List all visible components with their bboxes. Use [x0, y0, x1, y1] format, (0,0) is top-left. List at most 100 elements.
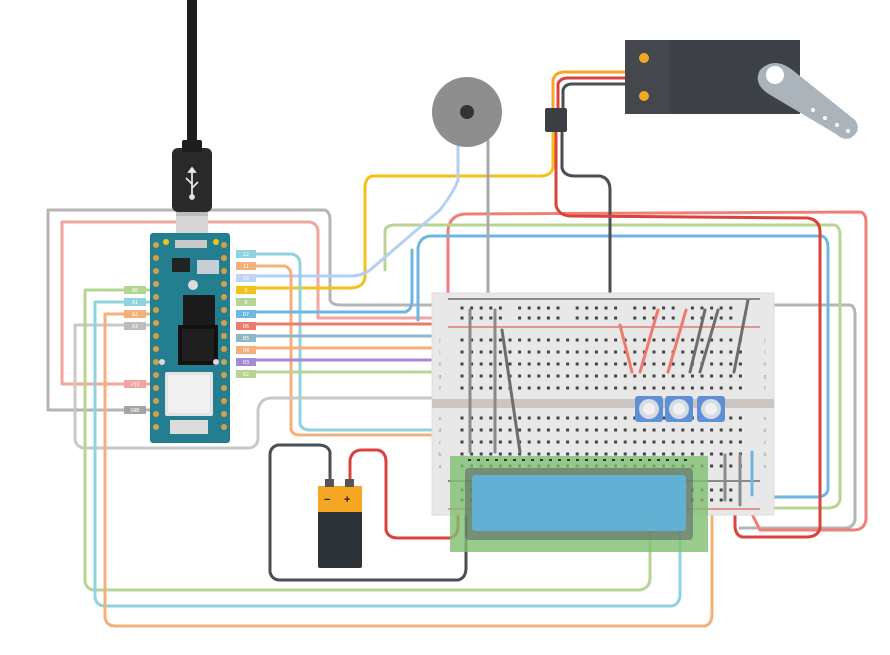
- breadboard-hole: [719, 350, 723, 354]
- header-pin: [153, 372, 159, 378]
- breadboard-hole: [518, 306, 522, 310]
- breadboard-hole: [633, 440, 637, 444]
- breadboard-hole: [489, 306, 493, 310]
- breadboard-hole: [546, 452, 550, 456]
- breadboard-hole: [614, 386, 618, 390]
- header-pin: [153, 294, 159, 300]
- breadboard-hole: [614, 416, 618, 420]
- breadboard-hole: [710, 350, 714, 354]
- breadboard-hole: [700, 374, 704, 378]
- usb-icon: [185, 166, 199, 200]
- breadboard-hole: [623, 440, 627, 444]
- row-letter: f: [439, 386, 441, 392]
- breadboard-hole: [537, 306, 541, 310]
- breadboard-hole: [585, 374, 589, 378]
- breadboard-hole: [729, 416, 733, 420]
- header-pin: [221, 268, 227, 274]
- breadboard-hole: [690, 452, 694, 456]
- wire-green-right: [383, 223, 842, 510]
- pin-tag-d7: D7: [236, 310, 256, 318]
- header-pin: [153, 424, 159, 430]
- breadboard-hole: [460, 362, 464, 366]
- breadboard-hole: [690, 306, 694, 310]
- breadboard-hole: [700, 440, 704, 444]
- breadboard-hole: [710, 428, 714, 432]
- row-letter: j: [438, 338, 440, 344]
- breadboard-hole: [508, 452, 512, 456]
- breadboard-hole: [719, 488, 723, 492]
- breadboard-hole: [479, 316, 483, 320]
- breadboard-hole: [537, 362, 541, 366]
- breadboard-hole: [719, 362, 723, 366]
- breadboard-hole: [556, 416, 560, 420]
- header-pin: [221, 255, 227, 261]
- breadboard-hole: [489, 350, 493, 354]
- breadboard-hole: [681, 440, 685, 444]
- breadboard-hole: [604, 428, 608, 432]
- header-pin: [153, 281, 159, 287]
- breadboard-hole: [604, 452, 608, 456]
- wire-servo-cable-red: [556, 76, 627, 112]
- breadboard-hole: [719, 306, 723, 310]
- breadboard-hole: [729, 440, 733, 444]
- breadboard-hole: [594, 306, 598, 310]
- breadboard-hole: [460, 374, 464, 378]
- pin-label: A0: [132, 288, 138, 294]
- breadboard-hole: [729, 386, 733, 390]
- breadboard-hole: [470, 362, 474, 366]
- pin-label: A2: [132, 312, 138, 318]
- breadboard-hole: [614, 306, 618, 310]
- header-pin: [153, 242, 159, 248]
- breadboard-hole: [710, 362, 714, 366]
- pin-tag-a3: A3: [124, 322, 146, 330]
- breadboard-hole: [537, 452, 541, 456]
- breadboard-hole: [729, 374, 733, 378]
- breadboard-hole: [498, 386, 502, 390]
- breadboard-hole: [585, 362, 589, 366]
- header-pin: [153, 411, 159, 417]
- wire-servo-signal: [248, 108, 555, 290]
- row-letter: e: [438, 416, 441, 422]
- breadboard-hole: [508, 416, 512, 420]
- header-pin: [221, 242, 227, 248]
- breadboard-hole: [614, 374, 618, 378]
- breadboard-hole: [556, 440, 560, 444]
- breadboard-hole: [585, 440, 589, 444]
- wire-gray-bottom: [73, 323, 480, 454]
- breadboard-hole: [479, 386, 483, 390]
- breadboard-hole: [662, 374, 666, 378]
- breadboard-hole: [690, 316, 694, 320]
- breadboard-hole: [633, 362, 637, 366]
- breadboard-hole: [700, 386, 704, 390]
- breadboard-hole: [566, 386, 570, 390]
- breadboard-hole: [633, 386, 637, 390]
- breadboard-hole: [479, 374, 483, 378]
- breadboard-hole: [556, 316, 560, 320]
- breadboard-hole: [652, 440, 656, 444]
- header-pin: [153, 359, 159, 365]
- breadboard-hole: [594, 386, 598, 390]
- row-letter: g: [763, 374, 766, 380]
- breadboard-hole: [460, 350, 464, 354]
- breadboard-hole: [575, 374, 579, 378]
- breadboard-hole: [662, 428, 666, 432]
- breadboard-hole: [575, 338, 579, 342]
- breadboard-hole: [575, 416, 579, 420]
- breadboard-hole: [470, 452, 474, 456]
- breadboard-hole: [662, 306, 666, 310]
- breadboard-hole: [537, 316, 541, 320]
- breadboard-hole: [738, 416, 742, 420]
- pin-tag-10: 10: [236, 274, 256, 282]
- breadboard-hole: [710, 338, 714, 342]
- breadboard-hole: [662, 416, 666, 420]
- breadboard-hole: [604, 386, 608, 390]
- header-pin: [153, 320, 159, 326]
- breadboard-hole: [614, 338, 618, 342]
- wire-d7: [248, 248, 414, 314]
- breadboard-hole: [556, 386, 560, 390]
- breadboard-hole: [614, 452, 618, 456]
- breadboard-hole: [700, 350, 704, 354]
- breadboard-hole: [652, 316, 656, 320]
- pin-tag-d6: D6: [236, 322, 256, 330]
- breadboard-hole: [566, 428, 570, 432]
